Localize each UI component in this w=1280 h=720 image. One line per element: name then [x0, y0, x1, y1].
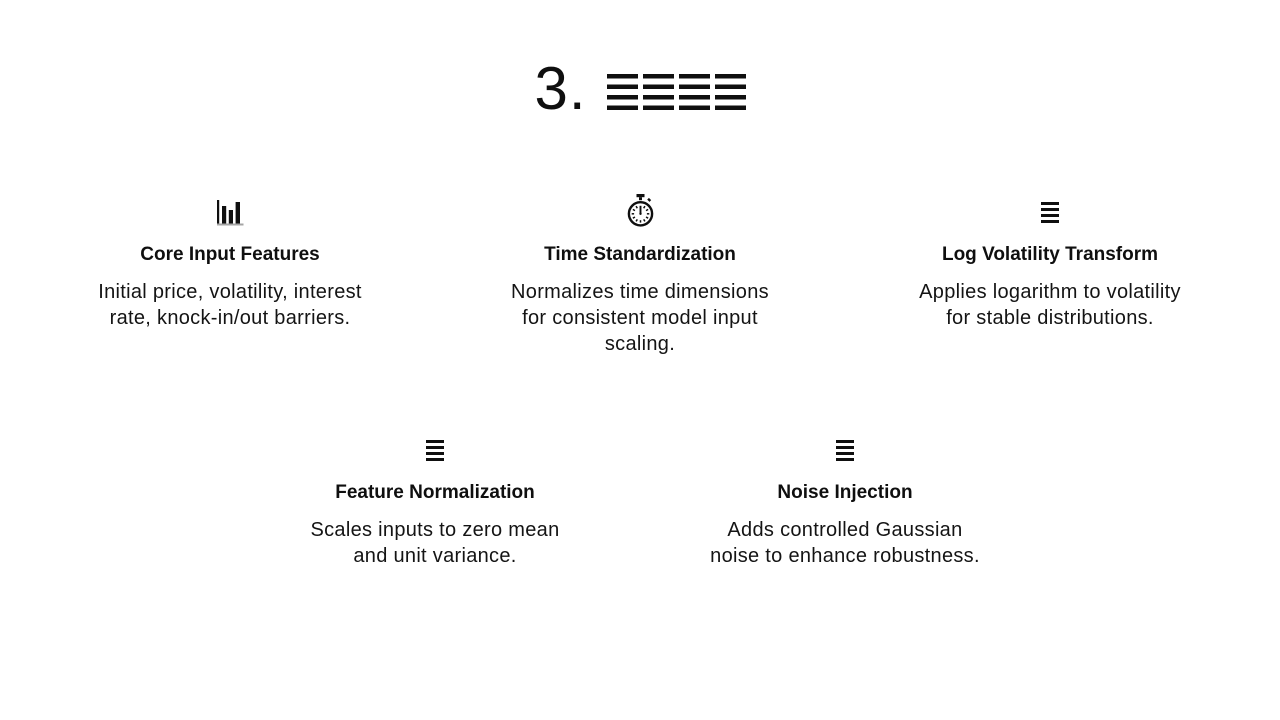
card-body: Normalizes time dimensions for consisten… — [511, 281, 769, 355]
four-bar-glyph-icon — [836, 440, 854, 461]
card-title: Feature Normalization — [335, 482, 535, 503]
card-icon-area — [836, 431, 854, 465]
missing-glyph-icon — [606, 74, 638, 110]
stopwatch-icon — [627, 194, 653, 227]
card-row-1: Core Input Features Initial price, volat… — [60, 193, 1220, 357]
missing-glyph-icon — [642, 74, 674, 110]
missing-glyph-icon — [714, 74, 746, 110]
card-log-volatility-transform: Log Volatility Transform Applies logarit… — [880, 193, 1220, 357]
missing-glyphs-group — [606, 74, 746, 110]
card-icon-area — [1041, 193, 1059, 227]
card-icon-area — [426, 431, 444, 465]
card-title: Time Standardization — [544, 244, 736, 265]
bar-chart-icon — [216, 200, 243, 226]
slide-title: 3. — [0, 55, 1280, 122]
slide-title-number: 3. — [534, 55, 587, 122]
card-time-standardization: Time Standardization Normalizes time dim… — [470, 193, 810, 357]
card-icon-area — [216, 193, 244, 227]
four-bar-glyph-icon — [426, 440, 444, 461]
card-body: Adds controlled Gaussian noise to enhanc… — [710, 519, 980, 567]
missing-glyph-icon — [678, 74, 710, 110]
four-bar-glyph-icon — [1041, 202, 1059, 223]
card-row-2: Feature Normalization Scales inputs to z… — [265, 431, 1015, 569]
card-body: Initial price, volatility, interest rate… — [98, 281, 362, 329]
card-body: Scales inputs to zero mean and unit vari… — [310, 519, 560, 567]
card-title: Core Input Features — [140, 244, 320, 265]
card-title: Noise Injection — [777, 482, 913, 503]
card-icon-area — [627, 193, 654, 227]
card-body: Applies logarithm to volatility for stab… — [919, 281, 1181, 329]
card-noise-injection: Noise Injection Adds controlled Gaussian… — [675, 431, 1015, 569]
card-core-input-features: Core Input Features Initial price, volat… — [60, 193, 400, 357]
card-feature-normalization: Feature Normalization Scales inputs to z… — [265, 431, 605, 569]
card-title: Log Volatility Transform — [941, 244, 1159, 265]
